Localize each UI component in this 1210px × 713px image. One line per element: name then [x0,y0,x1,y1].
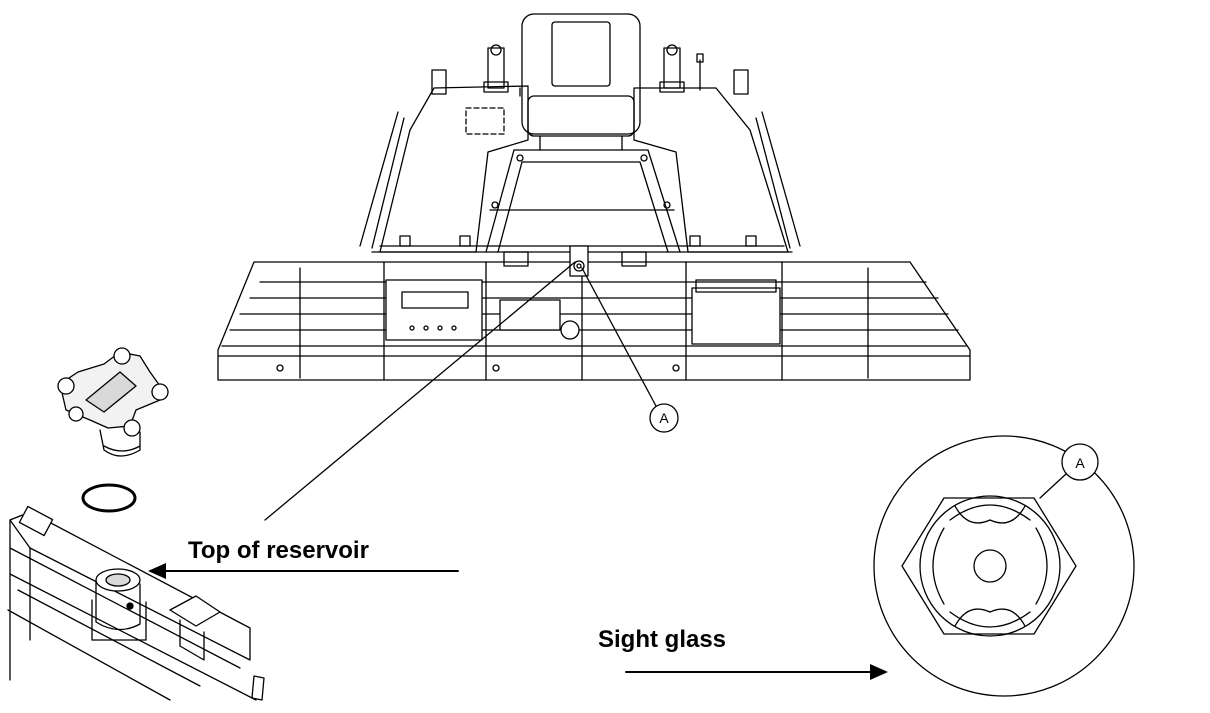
callout-a-machine [581,267,679,433]
callout-a-detail [1061,443,1099,481]
left-body-panel [359,44,529,253]
right-control-stick [659,44,704,93]
power-trowel-machine [217,13,971,381]
arrow-reservoir [148,563,459,579]
sight-glass-center [973,549,1007,583]
arrow-sight-glass [625,664,888,680]
reservoir-top [7,505,265,701]
left-control-stick [483,44,509,93]
o-ring [81,483,137,513]
battery-box-right [691,279,781,345]
sight-glass-hexagon [901,497,1077,635]
center-plate [499,299,561,331]
center-frame [485,149,681,253]
seat [521,13,641,151]
guard-ring-cage [217,251,971,381]
reservoir-leader-line [264,261,576,521]
callout-a-machine-label: A [659,410,669,426]
sight-glass-detail [873,435,1135,697]
label-top-of-reservoir: Top of reservoir [188,537,369,564]
sight-glass-location [569,245,589,277]
callout-a-detail-label: A [1075,455,1085,471]
reservoir-fill-cap [57,347,169,457]
filler-neck [91,568,147,641]
control-box-left [385,279,483,341]
label-sight-glass: Sight glass [598,626,727,653]
